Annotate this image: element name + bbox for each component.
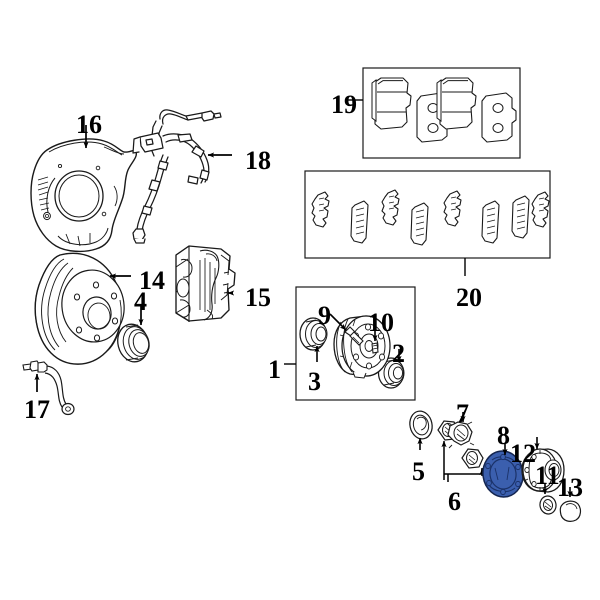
group-box-19 — [362, 67, 521, 159]
part-13-cone-washer — [559, 500, 582, 522]
callout-label-1[interactable]: 1 — [268, 355, 281, 384]
part-4-axle-oil-seal — [117, 323, 150, 363]
callout-label-7[interactable]: 7 — [456, 399, 469, 428]
part-7-axle-hub-lock-nut — [446, 421, 475, 449]
part-2-outer-bearing — [377, 357, 405, 389]
leader-6-bracket — [444, 468, 483, 482]
callout-label-11[interactable]: 11 — [535, 461, 560, 490]
part-8-axle-flange-gasket-highlighted — [482, 450, 524, 498]
part-14-brake-rotor — [34, 252, 125, 365]
part-17-brake-hose — [22, 360, 75, 416]
group-box-20 — [304, 170, 551, 259]
callout-label-10[interactable]: 10 — [368, 308, 394, 337]
part-10-hub-stud — [371, 342, 379, 354]
part-15-brake-caliper — [175, 245, 236, 322]
callout-label-15[interactable]: 15 — [245, 283, 271, 312]
part-18-abs-sensor-harness — [132, 109, 222, 244]
callout-label-3[interactable]: 3 — [308, 367, 321, 396]
part-3-inner-bearing — [299, 317, 328, 351]
part-20-shim-hardware-kit — [311, 189, 550, 246]
callout-label-2[interactable]: 2 — [392, 339, 405, 368]
callout-label-9[interactable]: 9 — [318, 301, 331, 330]
callout-label-16[interactable]: 16 — [76, 110, 102, 139]
callout-label-17[interactable]: 17 — [24, 395, 50, 424]
group-box-1 — [295, 286, 416, 401]
callout-label-4[interactable]: 4 — [134, 287, 147, 316]
callout-label-13[interactable]: 13 — [557, 473, 583, 502]
callout-label-20[interactable]: 20 — [456, 283, 482, 312]
callout-label-5[interactable]: 5 — [412, 457, 425, 486]
callout-label-12[interactable]: 12 — [510, 439, 536, 468]
callout-label-14[interactable]: 14 — [139, 266, 165, 295]
callout-label-8[interactable]: 8 — [497, 421, 510, 450]
callout-label-18[interactable]: 18 — [245, 146, 271, 175]
part-5-snap-ring — [409, 410, 433, 440]
callout-label-19[interactable]: 19 — [331, 90, 357, 119]
part-9-hub-bolt — [344, 326, 364, 346]
leader-9 — [329, 313, 347, 331]
part-12-drive-flange — [521, 448, 565, 493]
part-11-flange-bolt — [539, 495, 557, 515]
part-19-brake-pad-set — [371, 77, 517, 143]
part-16-brake-dust-shield — [30, 138, 138, 253]
callout-label-6[interactable]: 6 — [448, 487, 461, 516]
